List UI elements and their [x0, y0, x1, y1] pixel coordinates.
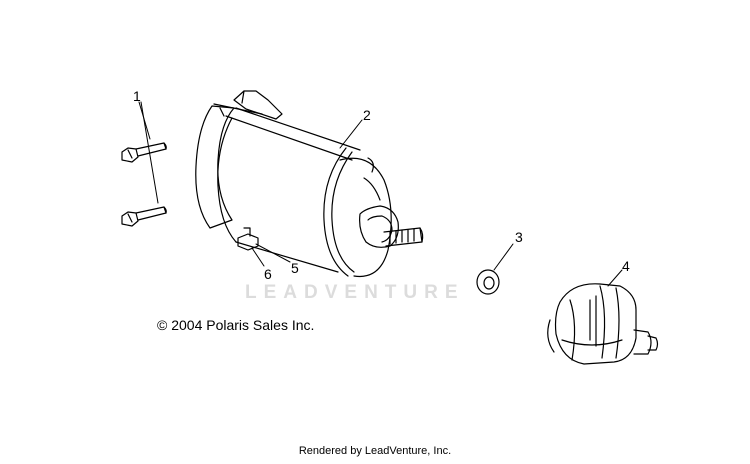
leader-5-6 [251, 243, 291, 267]
leader-3 [493, 243, 514, 271]
callout-3: 3 [515, 229, 523, 245]
starter-motor [195, 90, 424, 278]
leader-4 [607, 269, 623, 287]
starter-drive [547, 283, 659, 365]
leader-1 [138, 101, 159, 204]
copyright-text: © 2004 Polaris Sales Inc. [157, 317, 315, 333]
footer-credit: Rendered by LeadVenture, Inc. [298, 445, 452, 457]
callout-6: 6 [264, 266, 272, 282]
callout-4: 4 [622, 258, 630, 274]
callout-1: 1 [133, 88, 141, 104]
bolt-lower [121, 206, 167, 227]
callout-2: 2 [363, 107, 371, 123]
watermark: LEADVENTURE [245, 282, 465, 303]
leader-2 [339, 119, 363, 149]
callout-5: 5 [291, 260, 299, 276]
washer [476, 269, 500, 295]
bolt-upper [121, 142, 167, 163]
